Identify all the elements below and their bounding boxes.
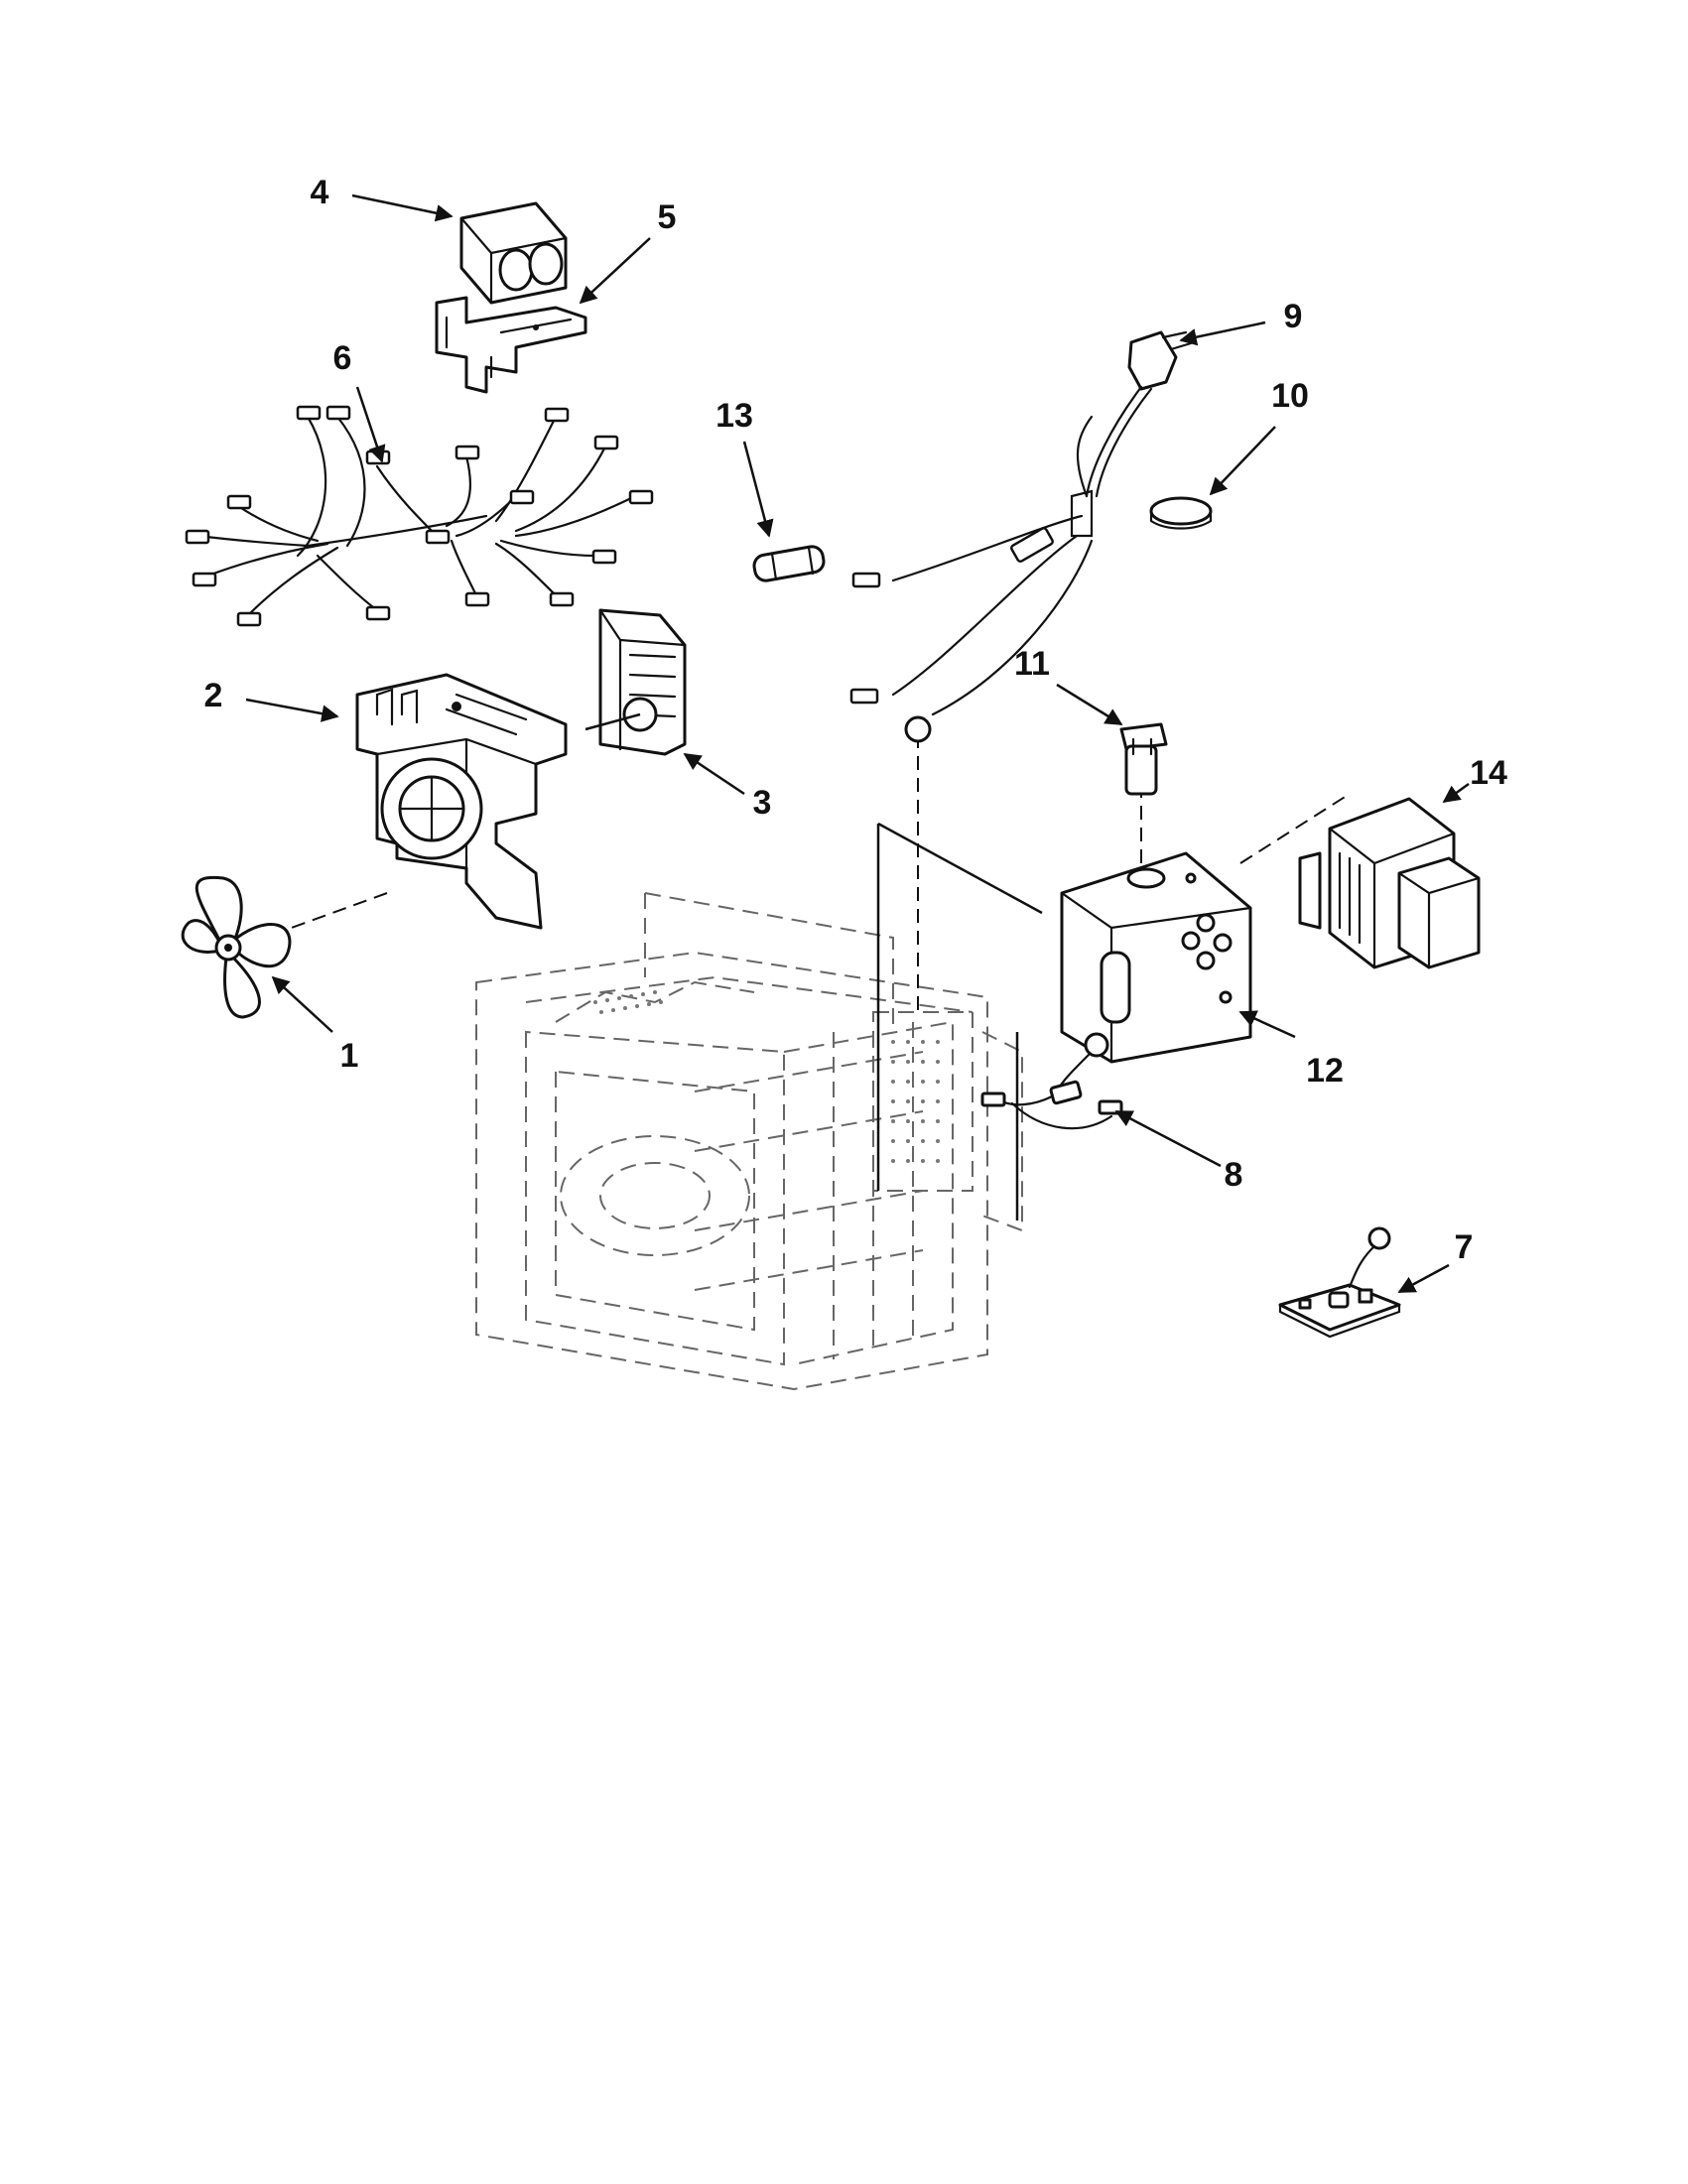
fuse-part[interactable] bbox=[752, 545, 826, 582]
fan-motor-part[interactable] bbox=[584, 608, 687, 756]
circuit-board-part[interactable] bbox=[1278, 1226, 1401, 1339]
ground-wire-part[interactable] bbox=[980, 1032, 1123, 1130]
callout-10: 10 bbox=[1271, 377, 1309, 415]
callout-3: 3 bbox=[753, 784, 772, 822]
callout-numbers: 1 2 3 4 5 6 7 8 9 10 11 12 13 14 bbox=[204, 174, 1507, 1266]
callout-8: 8 bbox=[1225, 1156, 1243, 1194]
callout-2: 2 bbox=[204, 677, 223, 714]
callout-14: 14 bbox=[1470, 754, 1507, 792]
callout-7: 7 bbox=[1455, 1228, 1474, 1266]
callout-11: 11 bbox=[1014, 645, 1050, 683]
microwave-cavity-outline bbox=[222, 734, 1351, 1391]
capacitor-bracket-part[interactable] bbox=[435, 296, 587, 394]
fan-blade-part[interactable] bbox=[181, 875, 292, 1019]
callout-13: 13 bbox=[715, 397, 753, 435]
fan-shroud-part[interactable] bbox=[355, 673, 568, 930]
transformer-part[interactable] bbox=[1298, 797, 1481, 969]
callout-6: 6 bbox=[333, 339, 352, 377]
mounting-plate-part[interactable] bbox=[1060, 851, 1252, 1064]
callout-9: 9 bbox=[1284, 298, 1303, 335]
power-cord-part[interactable] bbox=[849, 330, 1193, 743]
capacitor-part[interactable] bbox=[459, 201, 568, 305]
diode-part[interactable] bbox=[1119, 722, 1168, 796]
callout-5: 5 bbox=[658, 198, 677, 236]
callout-4: 4 bbox=[311, 174, 329, 211]
wire-harness-part[interactable] bbox=[185, 405, 654, 627]
callout-1: 1 bbox=[340, 1037, 359, 1075]
callout-12: 12 bbox=[1306, 1052, 1344, 1090]
thermostat-part[interactable] bbox=[1149, 496, 1213, 530]
leader-lines bbox=[245, 193, 1470, 1294]
